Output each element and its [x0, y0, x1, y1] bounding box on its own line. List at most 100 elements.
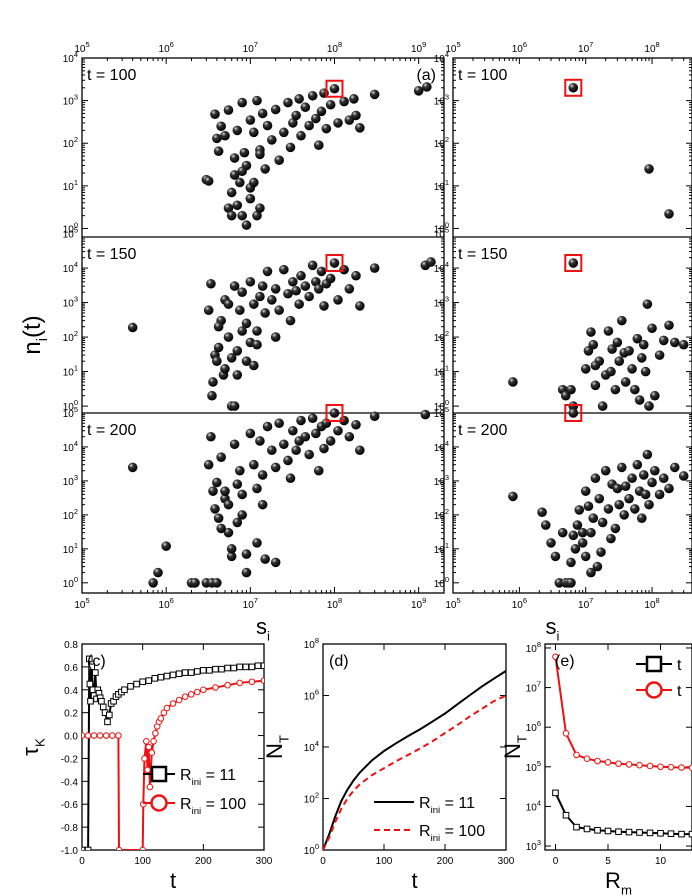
data-point	[237, 489, 247, 500]
data-point	[229, 439, 240, 450]
data-point	[283, 97, 293, 108]
data-point	[232, 125, 243, 136]
data-point	[203, 176, 214, 186]
data-point	[632, 333, 643, 344]
data-point	[369, 89, 380, 100]
data-point	[636, 353, 647, 363]
data-point	[237, 510, 247, 520]
data-point	[300, 102, 311, 113]
data-point	[325, 273, 336, 284]
data-point	[153, 567, 163, 578]
data-point	[213, 146, 224, 157]
data-point	[267, 445, 277, 456]
series-marker	[82, 846, 86, 850]
data-point	[279, 439, 289, 450]
data-point	[241, 220, 252, 230]
series-marker	[212, 684, 219, 691]
series-marker	[86, 680, 94, 688]
data-point	[649, 465, 660, 476]
data-point	[190, 578, 200, 588]
data-point	[213, 321, 224, 332]
x-tick-label-top: 108	[644, 40, 659, 55]
x-tick-label: 300	[256, 856, 273, 867]
y-tick-label: 103	[63, 295, 78, 310]
x-tick-label-top: 107	[578, 40, 593, 55]
data-point	[351, 419, 361, 430]
data-point	[355, 301, 365, 311]
y-tick-label: 102	[63, 135, 78, 150]
x-tick-label: 100	[134, 856, 151, 867]
data-point	[590, 380, 601, 391]
x-tick-label-bottom: 105	[74, 596, 89, 611]
data-point	[508, 377, 518, 387]
data-point	[586, 327, 596, 337]
y-tick-label: 107	[526, 680, 541, 695]
data-point	[654, 489, 665, 500]
data-point	[252, 339, 262, 350]
data-point	[577, 527, 588, 538]
data-point	[586, 527, 596, 538]
data-point	[252, 210, 262, 221]
data-point	[279, 264, 289, 275]
data-point	[270, 557, 281, 568]
data-point	[229, 401, 240, 411]
subplot-time-label: t = 150	[87, 246, 136, 263]
y-tick-label: -0.8	[61, 823, 79, 834]
data-point	[257, 281, 268, 291]
series-marker	[163, 672, 171, 680]
series-marker	[87, 697, 94, 705]
y-tick-label: 105	[434, 405, 449, 420]
data-point	[267, 295, 277, 305]
data-point	[636, 513, 647, 523]
x-tick-label-bottom: 105	[445, 596, 460, 611]
data-point	[285, 142, 296, 153]
y-tick-label: 104	[434, 439, 449, 454]
data-point	[339, 96, 349, 107]
data-point	[319, 301, 329, 311]
y-tick-label: 105	[434, 226, 449, 241]
data-point	[283, 288, 293, 299]
series-marker	[678, 764, 685, 771]
data-point	[235, 465, 245, 476]
data-point	[600, 465, 611, 476]
data-point	[262, 266, 273, 277]
series-marker	[115, 846, 123, 850]
data-point	[369, 411, 380, 422]
x-axis-label: si	[546, 614, 560, 644]
data-point	[614, 356, 625, 366]
legend: tt	[636, 655, 682, 700]
data-point	[223, 527, 234, 538]
series-marker	[636, 829, 643, 836]
subplot-time-label: t = 150	[458, 246, 507, 263]
data-point	[329, 83, 340, 94]
data-point	[274, 418, 284, 429]
scatter-grid-left: 105105106106107107108108109109si10010110…	[63, 40, 445, 644]
data-point	[249, 360, 259, 371]
data-point	[627, 364, 637, 374]
data-point	[220, 364, 230, 374]
data-point	[566, 578, 576, 588]
data-point	[568, 82, 579, 93]
series-marker	[678, 830, 685, 838]
data-point	[294, 299, 304, 309]
data-point	[307, 413, 318, 424]
data-point	[638, 339, 649, 350]
data-point	[632, 459, 643, 470]
data-point	[664, 483, 674, 494]
data-point	[257, 470, 268, 480]
data-point	[213, 513, 224, 523]
y-axis-label: τK	[18, 738, 48, 756]
y-tick-label: 101	[434, 178, 449, 193]
y-tick-label: 100	[63, 398, 78, 413]
data-point	[596, 547, 606, 557]
data-point	[586, 567, 596, 578]
data-point	[300, 281, 311, 291]
series-marker	[236, 679, 244, 687]
data-point	[223, 332, 234, 342]
data-point	[257, 108, 268, 119]
y-tick-label: 104	[434, 260, 449, 275]
data-point	[255, 291, 265, 302]
